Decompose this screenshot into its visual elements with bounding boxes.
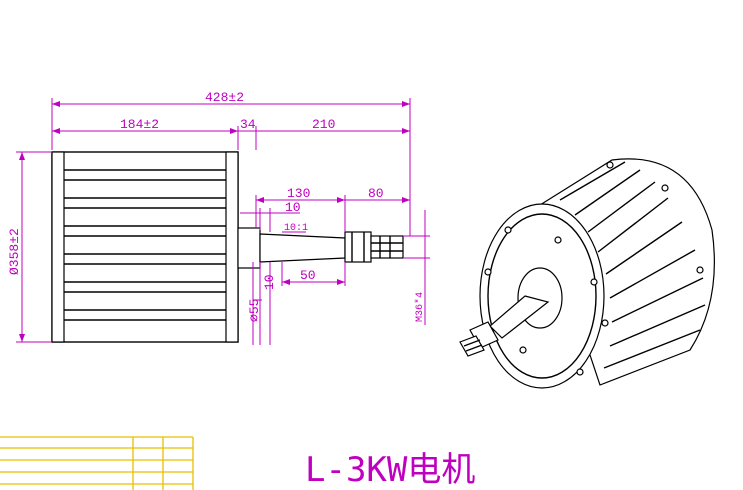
taper-length-label: 50 bbox=[300, 268, 316, 283]
housing-diameter-label: Ø358±2 bbox=[7, 228, 22, 275]
taper-shaft bbox=[259, 233, 346, 263]
dimension-lines bbox=[16, 98, 430, 345]
hub bbox=[237, 227, 261, 269]
threaded-end bbox=[370, 235, 404, 259]
side-view bbox=[51, 151, 404, 343]
front-face-rim bbox=[487, 213, 597, 379]
taper-ratio-label: 10:1 bbox=[284, 223, 308, 234]
shaft-section-a-label: 130 bbox=[287, 186, 310, 201]
left-end-plate bbox=[51, 151, 65, 343]
shaft-total-label: 210 bbox=[312, 117, 335, 132]
drawing-title: L-3KW电机 bbox=[305, 450, 475, 490]
shaft-diameter-label: ⌀55 bbox=[247, 299, 262, 322]
overall-length-label: 428±2 bbox=[205, 90, 244, 105]
iso-shaft bbox=[489, 295, 550, 339]
isometric-view bbox=[459, 158, 715, 389]
thread-label: M36*4 bbox=[414, 292, 426, 322]
shoulder-step-label: 10 bbox=[262, 274, 277, 290]
title-block bbox=[0, 436, 194, 490]
shoulder-label: 10 bbox=[285, 200, 301, 215]
rotor-length-label: 184±2 bbox=[120, 117, 159, 132]
shaft-section-b-label: 80 bbox=[368, 186, 384, 201]
dimension-labels: 428±2 184±2 34 210 130 80 10 10:1 50 10 … bbox=[7, 90, 426, 322]
shaft-nut bbox=[344, 231, 372, 263]
flange-gap-label: 34 bbox=[240, 117, 256, 132]
cooling-fins bbox=[64, 169, 226, 321]
isometric-fins bbox=[559, 161, 706, 369]
right-end-plate bbox=[225, 151, 239, 343]
